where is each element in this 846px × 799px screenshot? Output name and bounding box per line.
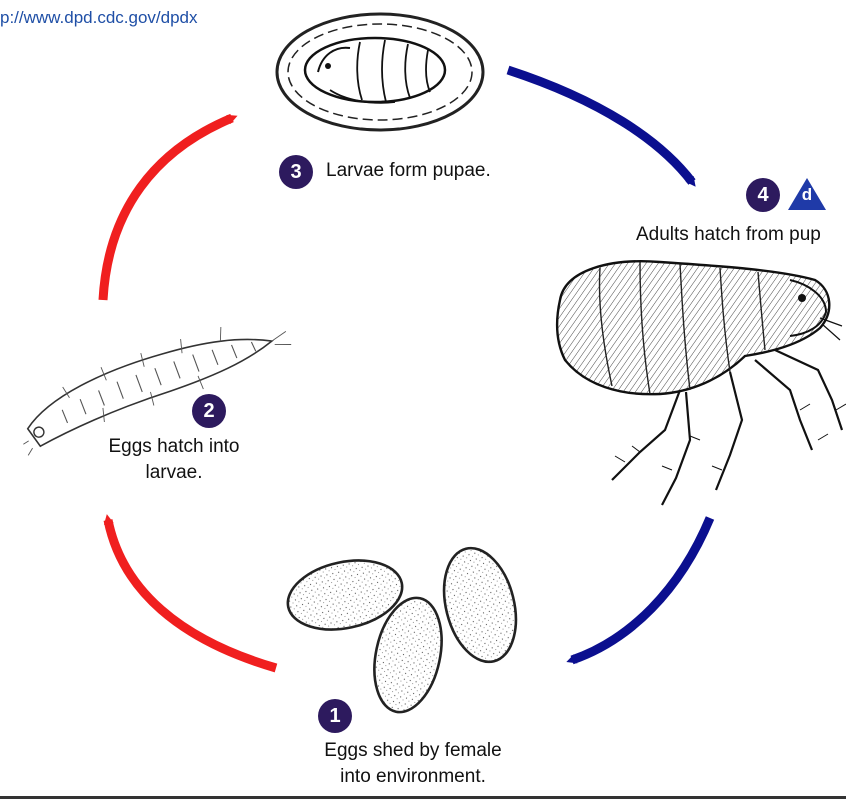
- step-badge-1: 1: [318, 699, 352, 733]
- source-url[interactable]: p://www.dpd.cdc.gov/dpdx: [0, 8, 198, 28]
- arrow-larvae-to-pupae: [103, 118, 232, 300]
- arrow-pupae-to-adult: [508, 70, 692, 182]
- diagnostic-letter: d: [786, 185, 828, 205]
- step-badge-3: 3: [279, 155, 313, 189]
- stage-1-label: Eggs shed by female into environment.: [288, 738, 538, 790]
- arrow-adult-to-eggs: [572, 518, 710, 660]
- eggs-illustration: [281, 540, 527, 718]
- stage-4-label: Adults hatch from pup: [636, 222, 821, 248]
- step-badge-4: 4: [746, 178, 780, 212]
- adult-flea-illustration: [557, 261, 846, 505]
- stage-2-label-line2: larvae.: [74, 460, 274, 486]
- stage-2-label: Eggs hatch into larvae.: [74, 434, 274, 486]
- arrow-eggs-to-larvae: [108, 520, 276, 668]
- stage-3-label: Larvae form pupae.: [326, 158, 491, 184]
- stage-1-label-line2: into environment.: [288, 764, 538, 790]
- stage-1-label-line1: Eggs shed by female: [288, 738, 538, 764]
- pupa-illustration: [277, 14, 483, 130]
- diagnostic-stage-marker: d: [786, 176, 828, 212]
- step-badge-2: 2: [192, 394, 226, 428]
- stage-2-label-line1: Eggs hatch into: [74, 434, 274, 460]
